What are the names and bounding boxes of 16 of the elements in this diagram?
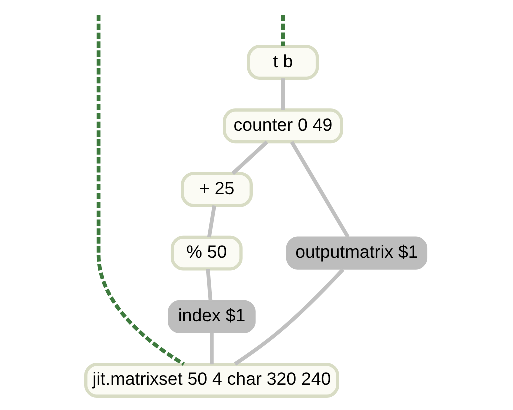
connector bbox=[281, 15, 286, 46]
node-box: % 50 bbox=[170, 236, 243, 271]
connector bbox=[232, 140, 268, 176]
node-box: jit.matrixset 50 4 char 320 240 bbox=[84, 363, 340, 398]
connector bbox=[206, 269, 213, 302]
node-box: outputmatrix $1 bbox=[286, 236, 428, 270]
node-box: t b bbox=[247, 45, 320, 80]
node-box: index $1 bbox=[168, 300, 256, 334]
connector bbox=[210, 332, 214, 365]
node-box: + 25 bbox=[181, 172, 253, 208]
connector bbox=[281, 78, 286, 110]
connector bbox=[234, 268, 345, 366]
connector bbox=[207, 205, 216, 238]
node-box: counter 0 49 bbox=[223, 108, 344, 144]
connector bbox=[96, 15, 186, 366]
connector bbox=[290, 141, 350, 238]
